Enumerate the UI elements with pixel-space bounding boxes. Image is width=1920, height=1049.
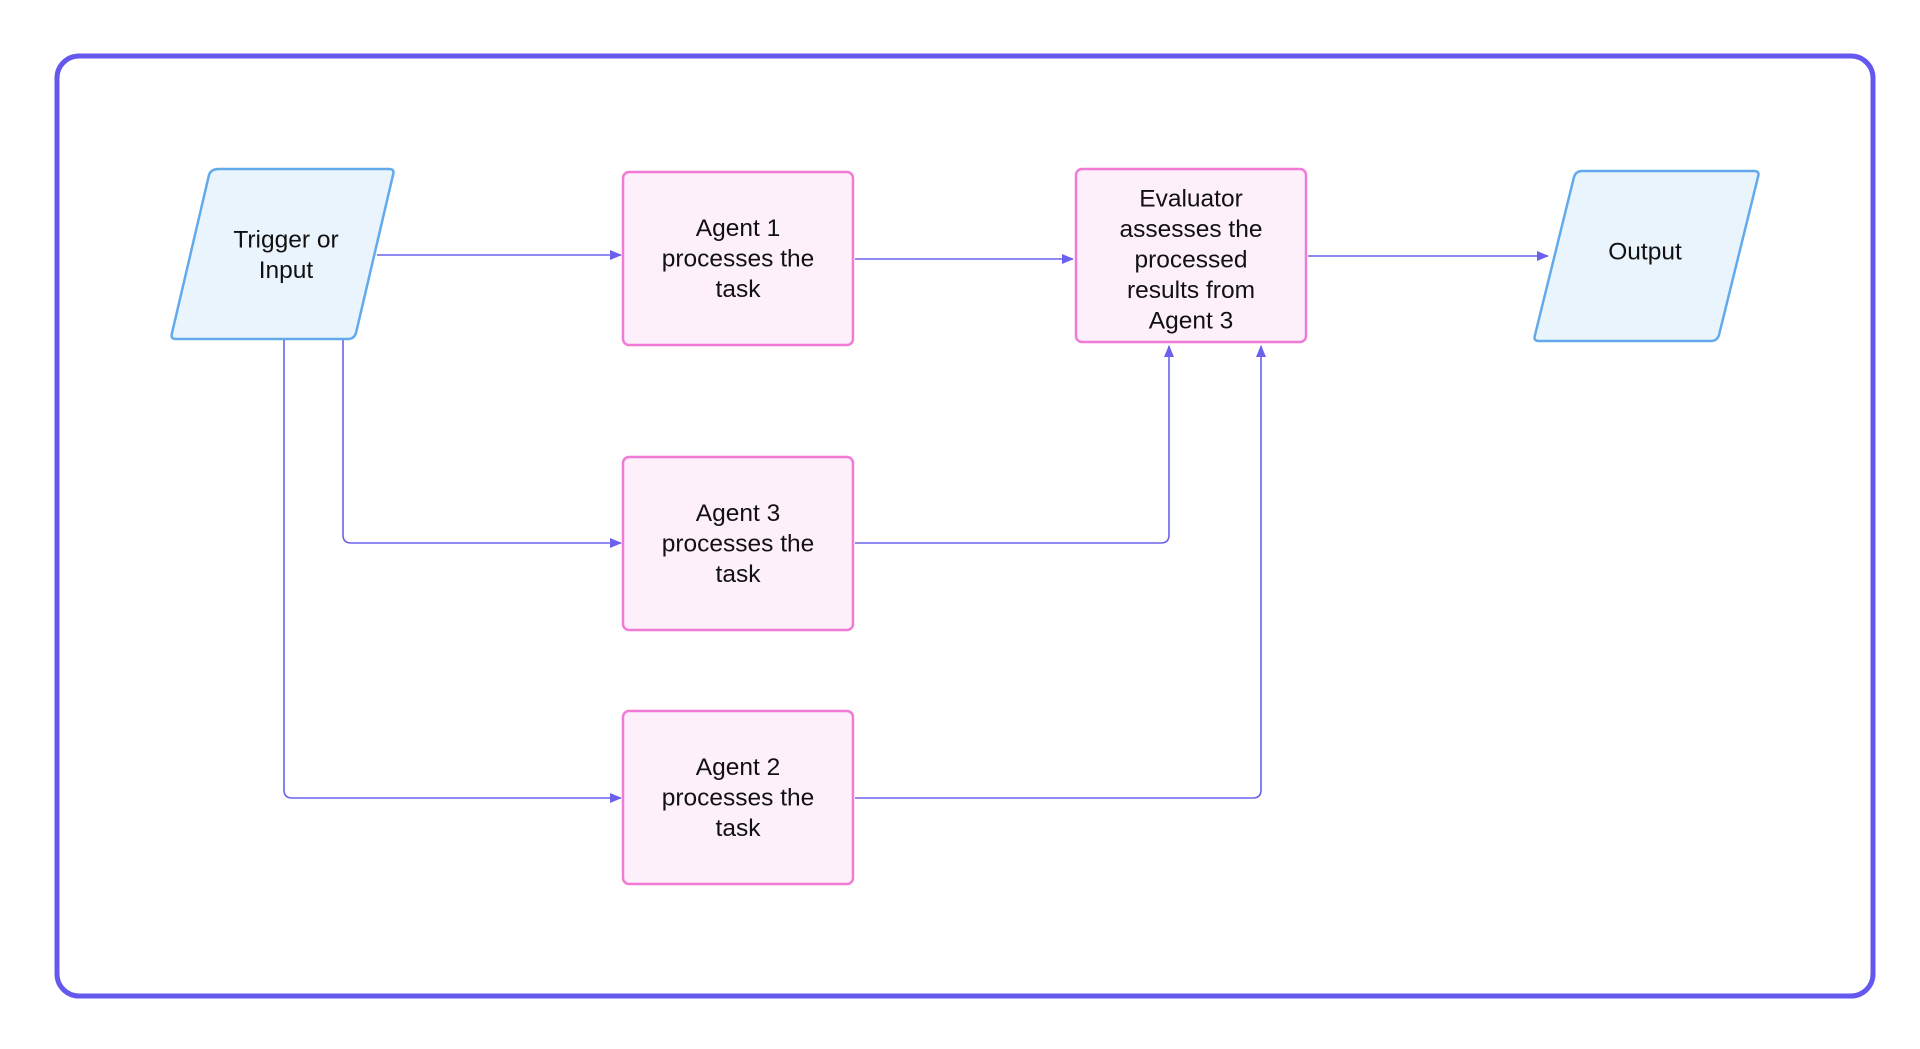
agent-2-box [621,709,855,886]
agent1-label-line: Agent 1 [696,215,780,242]
agent3-label-line: task [716,561,762,588]
output-node[interactable]: Output [1533,169,1760,343]
agent2-label-line: processes the [662,785,815,812]
trigger-label-line: Input [259,257,314,284]
evaluator-label-line: processed [1134,247,1247,274]
agent3-label-line: processes the [662,531,815,558]
evaluator-label-line: assesses the [1120,216,1263,243]
agent-1-label: Agent 1 processes the task [662,215,815,303]
agent-2-node[interactable]: Agent 2 processes the task [621,709,855,886]
diagram-frame [54,53,1876,999]
connector-agent2-to-evaluator [855,345,1266,799]
agent-2-label: Agent 2 processes the task [662,754,815,842]
evaluator-label-line: Agent 3 [1149,308,1233,335]
agent-1-box [621,170,855,347]
evaluator-node[interactable]: Evaluator assesses the processed results fr… [1074,167,1308,344]
output-label-line: Output [1608,239,1682,266]
agent1-label-line: processes the [662,246,815,273]
trigger-label-line: Trigger or [233,226,338,253]
agent2-label-line: task [716,815,762,842]
evaluator-label: Evaluator assesses the processed results fr… [1120,186,1263,335]
evaluator-box [1074,167,1308,344]
connectors [283,250,1549,803]
agent-1-node[interactable]: Agent 1 processes the task [621,170,855,347]
trigger-input-parallelogram [170,167,395,341]
agent3-label-line: Agent 3 [696,500,780,527]
evaluator-label-line: Evaluator [1139,186,1243,213]
connector-trigger-to-agent3 [342,339,622,548]
evaluator-label-line: results from [1127,277,1255,304]
agent2-label-line: Agent 2 [696,754,780,781]
output-parallelogram [1533,169,1760,343]
trigger-input-label: Trigger or Input [233,226,338,283]
agent-3-node[interactable]: Agent 3 processes the task [621,455,855,632]
agent-3-box [621,455,855,632]
agent-3-label: Agent 3 processes the task [662,500,815,588]
output-label: Output [1608,239,1682,266]
agent1-label-line: task [716,276,762,303]
connector-agent3-to-evaluator [855,345,1174,544]
trigger-input-node[interactable]: Trigger or Input [170,167,395,341]
connector-trigger-to-agent2 [283,339,622,803]
